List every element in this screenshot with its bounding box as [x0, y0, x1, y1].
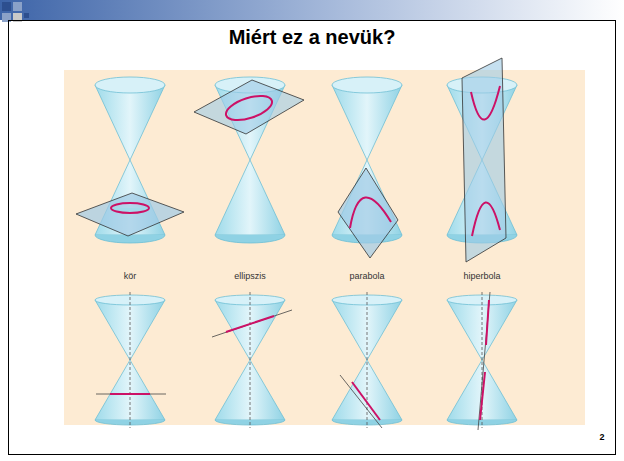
- page-number: 2: [599, 432, 604, 442]
- conic-label: kör: [124, 271, 137, 281]
- slide-title: Miért ez a nevük?: [229, 26, 396, 49]
- conic-label: parabola: [349, 271, 384, 281]
- conic-label: hiperbola: [463, 271, 500, 281]
- conic-label: ellipszis: [234, 271, 266, 281]
